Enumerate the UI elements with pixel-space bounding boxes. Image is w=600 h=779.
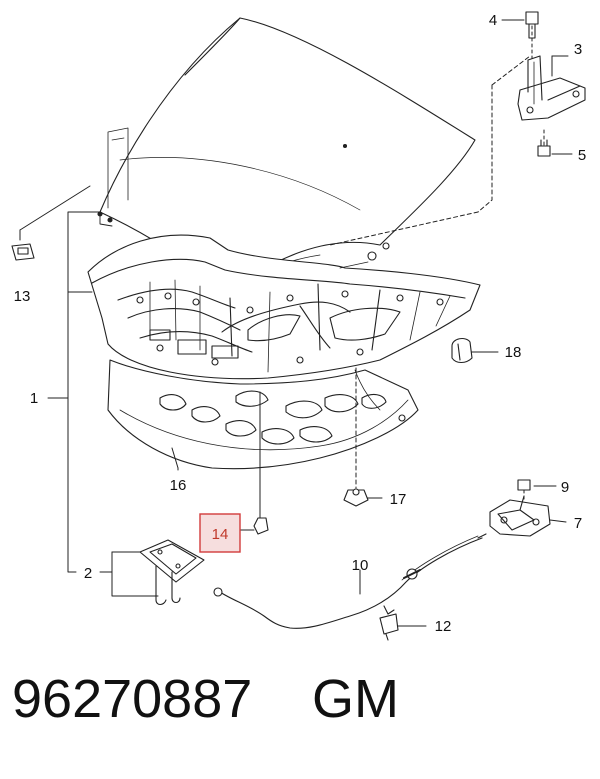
clip-part-13: [11, 243, 35, 261]
callout-13: 13: [14, 288, 31, 305]
hood-hinge-part-3: [517, 55, 586, 121]
part-number: 96270887: [12, 669, 253, 729]
brand-label: GM: [312, 669, 399, 729]
callout-10: 10: [352, 557, 369, 574]
clip-part-12: [379, 605, 399, 641]
hood-insulation-pad: [107, 359, 419, 470]
callout-14: 14: [212, 526, 229, 543]
bolt-part-5: [537, 139, 551, 157]
callout-12: 12: [435, 618, 452, 635]
rubber-bumper-part-18: [451, 337, 473, 364]
callout-3: 3: [574, 41, 582, 58]
callout-2: 2: [84, 565, 92, 582]
callout-labels: 1 2 3 4 5 7 9 10 12 13 14 16 17 18: [14, 12, 587, 635]
callout-17: 17: [390, 491, 407, 508]
callout-1: 1: [30, 390, 38, 407]
leader-lines: [19, 19, 573, 627]
callout-7: 7: [574, 515, 582, 532]
striker-bracket-part-2: [139, 539, 205, 606]
callout-16: 16: [170, 477, 187, 494]
bolt-part-4: [525, 11, 539, 39]
release-cable-part-10: [213, 533, 487, 629]
callout-5: 5: [578, 147, 586, 164]
hood-latch-part-7: [489, 495, 551, 537]
hood-support-part-17: [343, 488, 369, 507]
callout-4: 4: [489, 12, 497, 29]
callout-18: 18: [505, 344, 522, 361]
callout-9: 9: [561, 479, 569, 496]
clip-part-14: [253, 517, 269, 535]
callout-14-highlight-box: [199, 513, 241, 553]
hood-inner-frame: [87, 234, 481, 380]
nut-part-9: [517, 479, 531, 491]
hood-parts-diagram: 1 2 3 4 5 7 9 10 12 13 14 16 17 18: [11, 11, 587, 641]
